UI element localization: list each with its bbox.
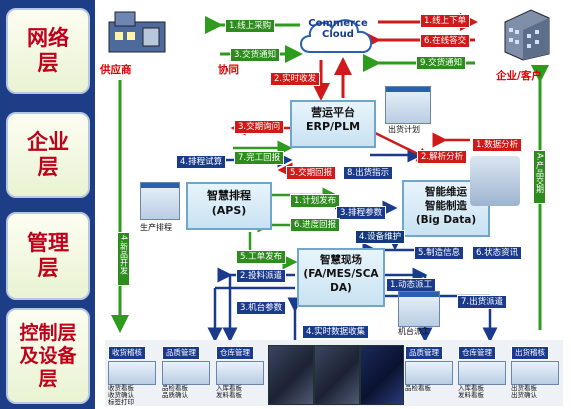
flow-data-analysis: 1.数据分析: [472, 138, 523, 152]
bottom-module-shipping: 出货稽核 出货看板 出货确认: [511, 340, 561, 399]
flow-shipping-dispatch: 7.出货派遣: [457, 295, 508, 309]
commerce-cloud-label: Commerce Cloud: [308, 18, 368, 40]
collab-label: 协同: [218, 64, 239, 76]
factory-photo-1: [268, 345, 314, 405]
flow-material-dispatch: 2.投料派遣: [236, 269, 287, 283]
flow-online-reply: 6.在线答交: [420, 34, 471, 48]
bottom-module-quality-2: 品质管理 品检看板: [405, 340, 455, 392]
bottom-module-warehouse-1: 仓库管理 入库看板 发料看板: [216, 340, 266, 399]
shipping-plan-label: 出货计划: [388, 125, 420, 134]
enterprise-building-icon: [497, 6, 553, 62]
aps-box: 智慧排程(APS): [186, 182, 272, 230]
flow-delivery-reply: 5.交期回报: [286, 166, 337, 180]
flow-status-info: 6.状态资讯: [472, 246, 523, 260]
flow-completion-report: 7.完工回报: [234, 151, 285, 165]
bottom-module-receiving: 收货稽核 收货看板 收货确认 标签打印: [108, 340, 158, 406]
flow-parsing-analysis: 2.解析分析: [417, 150, 468, 164]
flow-delivery-notice-supplier: 3.交货通知: [230, 48, 281, 62]
flow-realtime-exchange: 2.实时收发: [270, 72, 321, 86]
flow-online-order: 1.线上下单: [420, 14, 471, 28]
supplier-label: 供应商: [100, 64, 132, 76]
supplier-building-icon: [105, 8, 170, 56]
commerce-cloud-icon: [296, 12, 380, 62]
machine-dispatch-screen-icon: [398, 291, 440, 327]
flow-progress-report: 6.进度回报: [290, 218, 341, 232]
factory-photo-2: [314, 345, 360, 405]
shipping-plan-screen-icon: [385, 86, 431, 124]
flow-delivery-inquiry: 3.交期询问: [234, 120, 285, 134]
layer-network: 网络 层: [6, 8, 90, 94]
flow-product-delivery: A.产品交期: [533, 150, 546, 204]
flow-dynamic-dispatch: 1.动态派工: [386, 278, 437, 292]
layer-enterprise: 企业 层: [6, 112, 90, 198]
enterprise-label: 企业/客户: [496, 70, 542, 82]
flow-manufacturing-info: 5.制造信息: [414, 246, 465, 260]
machine-dispatch-label: 机台派工: [398, 327, 430, 336]
flow-online-purchase: 1.线上采购: [225, 19, 276, 33]
flow-delivery-notice-customer: 9.交货通知: [416, 56, 467, 70]
production-schedule-label: 生产排程: [140, 223, 172, 232]
flow-equipment-maintenance: 4.设备维护: [355, 230, 406, 244]
bottom-module-warehouse-2: 仓库管理 入库看板 发料看板: [458, 340, 508, 399]
bigdata-box: 智能维运智能制造(Big Data): [402, 180, 490, 237]
flow-work-order-release: 5.工单发布: [236, 250, 287, 264]
flow-new-product: 4.新品开发: [117, 232, 130, 286]
factory-photo-3: [360, 345, 404, 405]
bottom-module-quality-1: 品质管理 品检看板 品质确认: [162, 340, 212, 399]
flow-shipping-instruction: 8.出货指示: [343, 166, 394, 180]
flow-plan-release: 1.计划发布: [290, 194, 341, 208]
layer-control: 控制层 及设备 层: [6, 308, 90, 404]
layer-management: 管理 层: [6, 212, 90, 300]
flow-machine-params: 3.机台参数: [236, 301, 287, 315]
analyst-photo: [470, 156, 520, 206]
production-schedule-screen-icon: [140, 182, 180, 220]
flow-realtime-data-collection: 4.实时数据收集: [302, 325, 370, 339]
flow-schedule-trial: 4.排程试算: [176, 155, 227, 169]
flow-schedule-params: 3.排程参数: [336, 206, 387, 220]
